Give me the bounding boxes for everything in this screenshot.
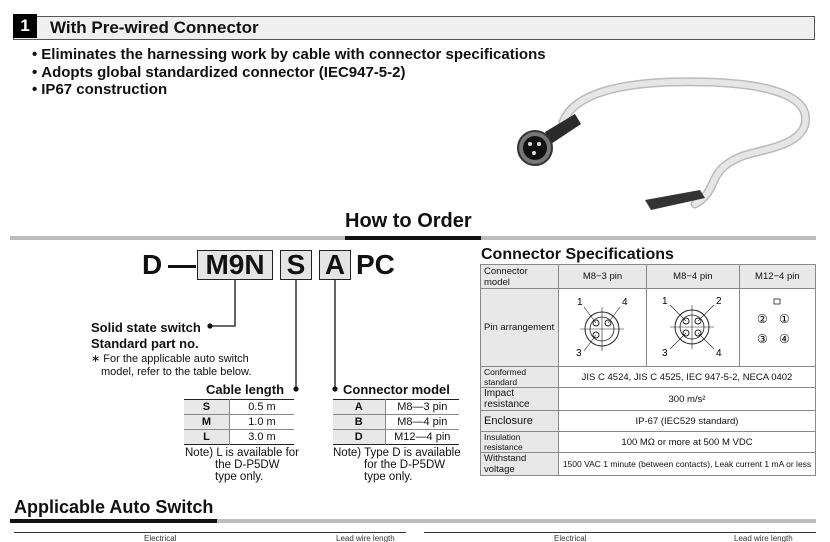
- pin-label: 4: [622, 297, 628, 308]
- code-prefix: D: [142, 249, 163, 280]
- applicable-table-left: Electrical Lead wire length: [14, 532, 406, 542]
- connector-note-line3: type only.: [364, 471, 413, 483]
- column-header: Electrical: [554, 534, 587, 542]
- row-header: Conformed standard: [480, 366, 559, 388]
- connector-note-line2: for the D-P5DW: [364, 459, 446, 471]
- table-row: D M12—4 pin: [333, 429, 459, 445]
- cable-key: S: [184, 399, 230, 415]
- table-header-row: Connector model M8−3 pin M8−4 pin M12−4 …: [480, 264, 817, 289]
- column-header: M12−4 pin: [738, 264, 817, 289]
- pin-diagram-m8-3: 1 4 3: [558, 288, 647, 367]
- cable-note-line2: the D-P5DW: [215, 459, 280, 471]
- column-header: Electrical: [144, 534, 177, 542]
- cable-connector-illustration: [517, 77, 811, 210]
- table-row: Pin arrangement 1 4 3: [480, 288, 817, 367]
- section-title: With Pre-wired Connector: [50, 18, 259, 37]
- feature-list: Eliminates the harnessing work by cable …: [32, 46, 546, 99]
- column-header: M8−3 pin: [558, 264, 647, 289]
- switch-note-line2: model, refer to the table below.: [101, 366, 252, 378]
- pin-label: 3: [576, 348, 582, 359]
- row-value: 100 MΩ or more at 500 M VDC: [558, 431, 816, 453]
- cable-note-line1: Note) L is available for: [185, 447, 299, 459]
- feature-item: IP67 construction: [32, 81, 546, 99]
- connector-key: B: [333, 414, 386, 430]
- divider-accent: [10, 519, 217, 523]
- switch-note-line1: ∗ For the applicable auto switch: [91, 353, 249, 365]
- pin-label: ④: [779, 332, 790, 346]
- cable-note-line3: type only.: [215, 471, 264, 483]
- code-dash: [168, 265, 196, 268]
- cable-length-title: Cable length: [206, 382, 285, 397]
- column-header: M8−4 pin: [646, 264, 740, 289]
- m8-3pin-diagram: 1 4 3: [576, 297, 628, 359]
- pin-label: ②: [757, 312, 768, 326]
- cable-value: 0.5 m: [248, 401, 276, 413]
- row-value: 300 m/s²: [558, 387, 816, 411]
- row-header: Withstand voltage: [480, 452, 559, 476]
- table-row: Enclosure IP-67 (IEC529 standard): [480, 410, 816, 432]
- row-value: 1500 VAC 1 minute (between contacts), Le…: [558, 452, 816, 476]
- applicable-auto-switch-title: Applicable Auto Switch: [14, 497, 214, 517]
- connector-key: A: [333, 399, 386, 415]
- cable-key: L: [184, 429, 230, 445]
- cable-value: 3.0 m: [248, 431, 276, 443]
- connector-model-table: A M8—3 pin B M8—4 pin D M12—4 pin: [333, 399, 459, 445]
- column-header: Lead wire length: [734, 534, 793, 542]
- applicable-table-right: Electrical Lead wire length: [424, 532, 816, 542]
- code-cable-box: S: [280, 250, 312, 280]
- feature-item: Adopts global standardized connector (IE…: [32, 64, 546, 82]
- table-row: A M8—3 pin: [333, 399, 459, 415]
- section-header-bar: [13, 16, 815, 40]
- table-row: L 3.0 m: [184, 429, 294, 445]
- row-value: IP-67 (IEC529 standard): [558, 410, 816, 432]
- how-to-order-title: How to Order: [345, 210, 472, 232]
- divider: [10, 519, 816, 523]
- code-part-box: M9N: [197, 250, 273, 280]
- code-suffix: PC: [356, 249, 395, 280]
- feature-item: Eliminates the harnessing work by cable …: [32, 46, 545, 64]
- connector-specs-table: Connector model M8−3 pin M8−4 pin M12−4 …: [480, 264, 817, 476]
- m8-4pin-diagram: 1 2 3 4: [662, 296, 722, 359]
- connector-model-title: Connector model: [343, 382, 450, 397]
- table-row: Insulation resistance 100 MΩ or more at …: [480, 431, 816, 453]
- cable-value: 1.0 m: [248, 416, 276, 428]
- pin-label: ③: [757, 332, 768, 346]
- pin-label: ①: [779, 312, 790, 326]
- connector-value: M8—3 pin: [397, 401, 448, 413]
- pin-label: 3: [662, 348, 668, 359]
- connector-specs-title: Connector Specifications: [481, 246, 674, 263]
- section-number: 1: [13, 14, 37, 38]
- switch-label: Solid state switch: [91, 320, 201, 335]
- cable-length-table: S 0.5 m M 1.0 m L 3.0 m: [184, 399, 294, 445]
- table-row: S 0.5 m: [184, 399, 294, 415]
- pin-diagram-m12-4: ② ① ③ ④: [738, 288, 817, 367]
- row-value: JIS C 4524, JIS C 4525, IEC 947-5-2, NEC…: [558, 366, 816, 388]
- connector-value: M12—4 pin: [394, 431, 451, 443]
- row-header: Insulation resistance: [480, 431, 559, 453]
- table-row: M 1.0 m: [184, 414, 294, 430]
- standard-part-label: Standard part no.: [91, 336, 199, 351]
- divider-accent: [345, 236, 481, 240]
- connector-note-line1: Note) Type D is available: [333, 447, 461, 459]
- connector-key: D: [333, 429, 386, 445]
- column-header: Connector model: [480, 264, 559, 289]
- table-row: Withstand voltage 1500 VAC 1 minute (bet…: [480, 452, 816, 476]
- pin-label: 4: [716, 348, 722, 359]
- table-row: Conformed standard JIS C 4524, JIS C 452…: [480, 366, 816, 388]
- m12-4pin-diagram: ② ① ③ ④: [757, 298, 790, 346]
- connector-value: M8—4 pin: [397, 416, 448, 428]
- table-row: B M8—4 pin: [333, 414, 459, 430]
- pin-diagram-m8-4: 1 2 3 4: [646, 288, 740, 367]
- row-header: Enclosure: [480, 410, 559, 432]
- column-header: Lead wire length: [336, 534, 395, 542]
- table-row: Impact resistance 300 m/s²: [480, 387, 816, 411]
- pin-label: 1: [662, 296, 668, 307]
- code-connector-box: A: [319, 250, 351, 280]
- pin-label: 2: [716, 296, 722, 307]
- cable-key: M: [184, 414, 230, 430]
- pin-label: 1: [577, 297, 583, 308]
- row-header: Pin arrangement: [480, 288, 559, 367]
- row-header: Impact resistance: [480, 387, 559, 411]
